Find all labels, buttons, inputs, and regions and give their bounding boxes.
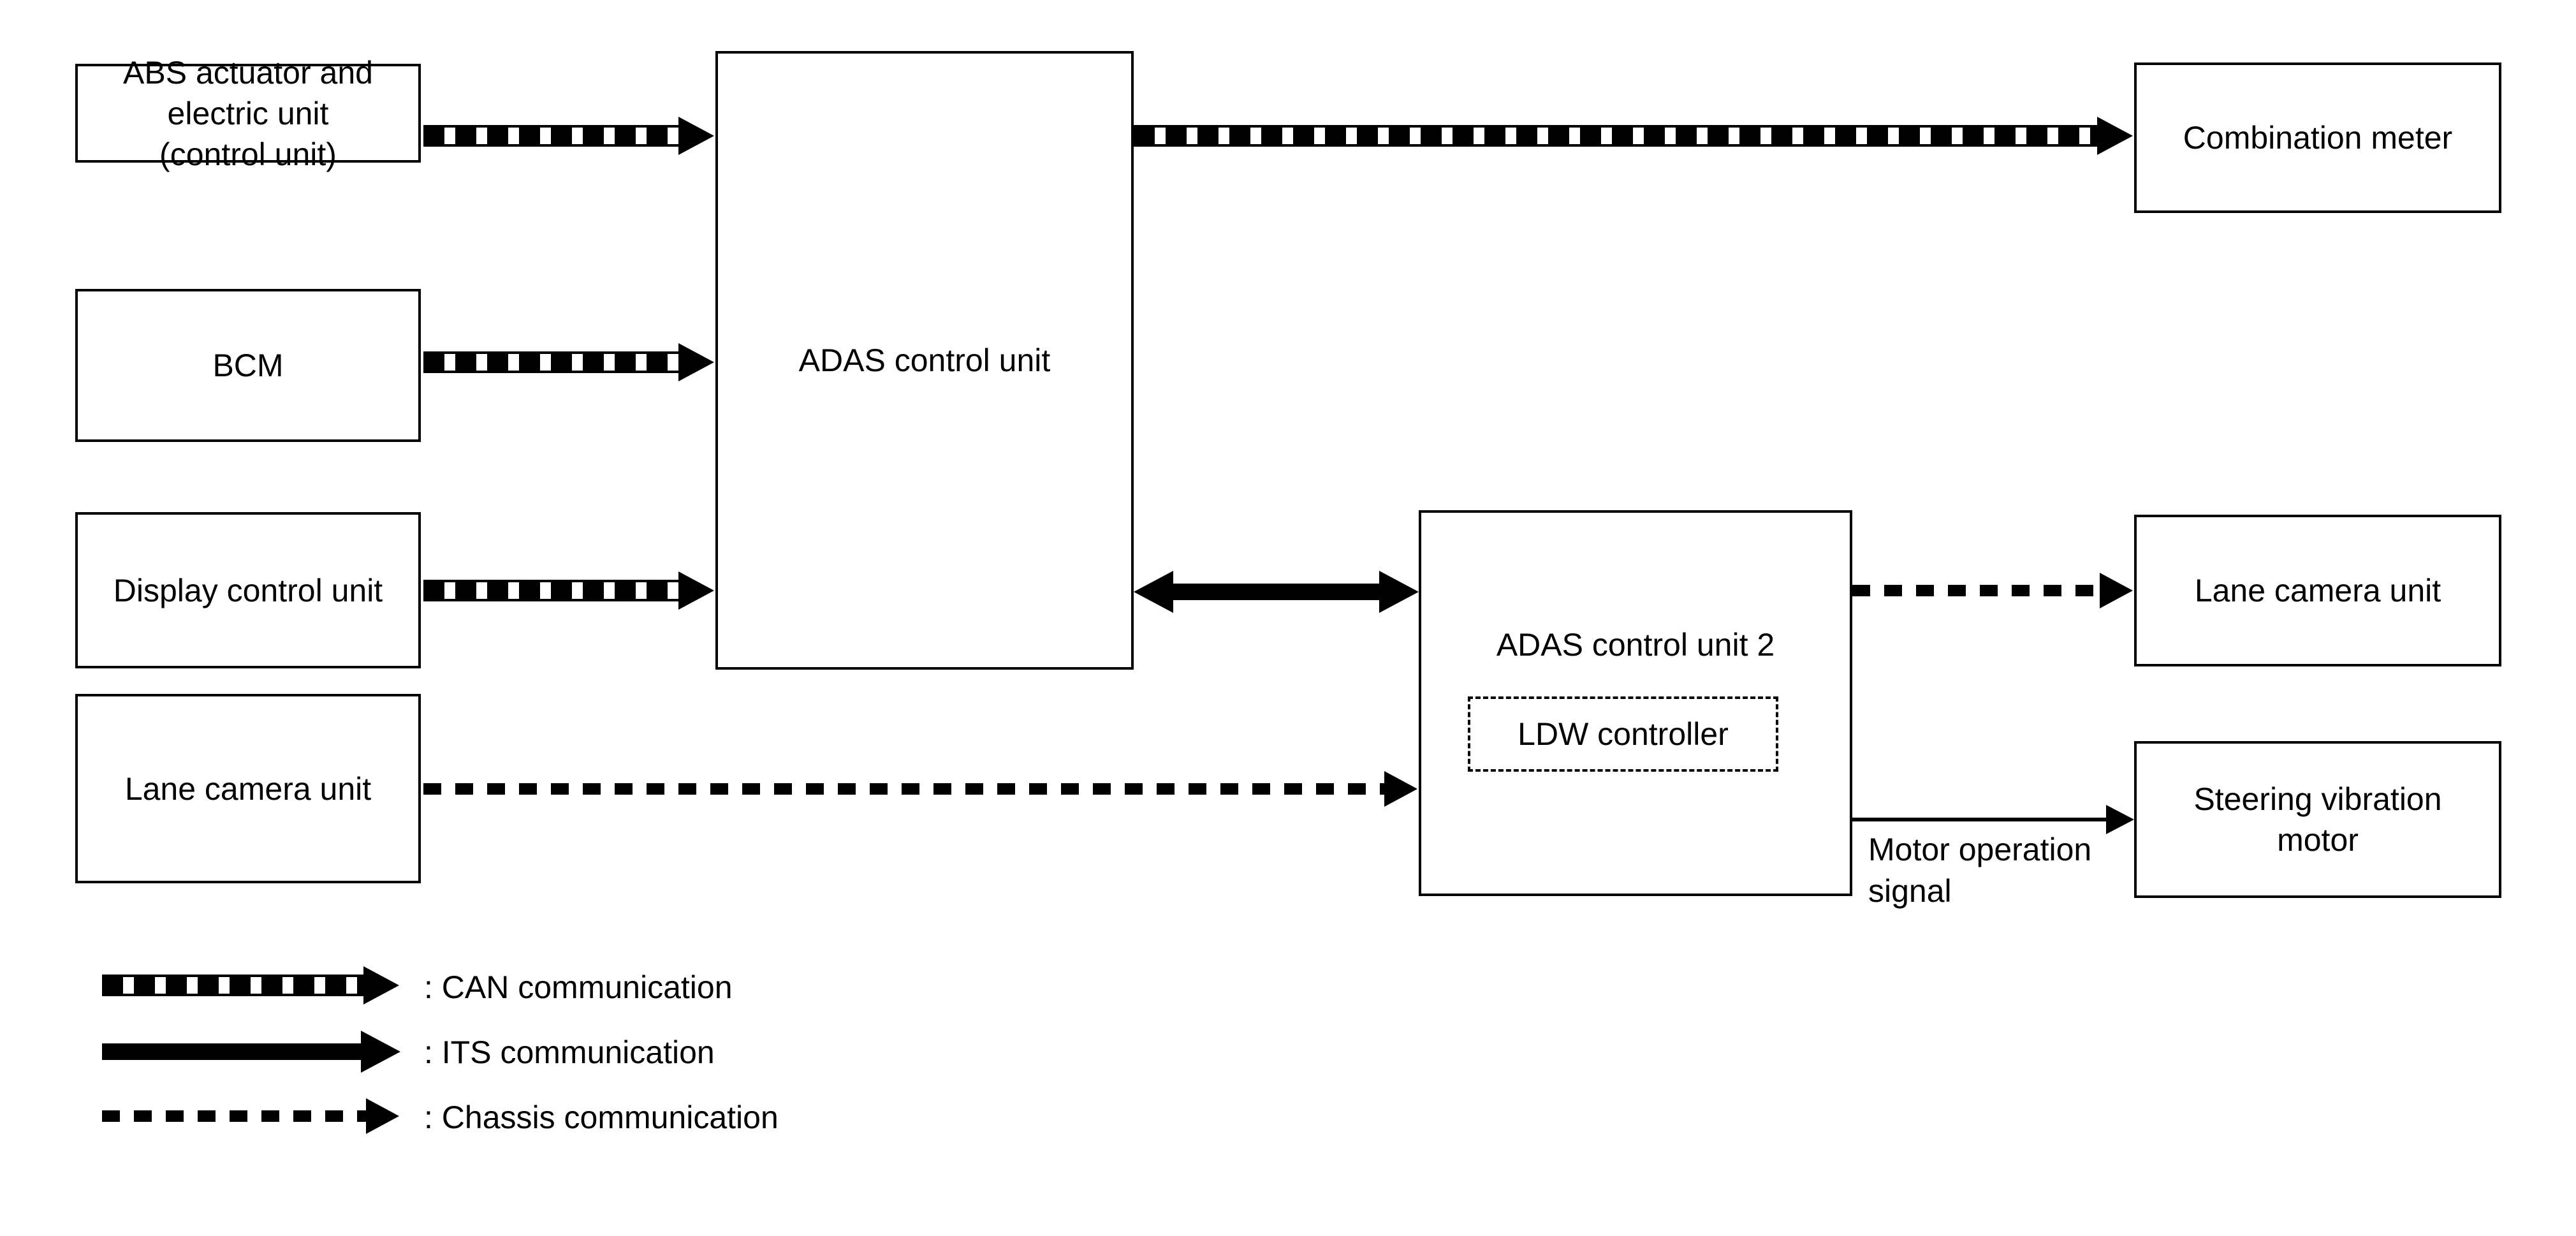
legend-label-chassis: : Chassis communication <box>424 1100 779 1135</box>
node-combination-meter[interactable]: Combination meter <box>2134 63 2501 213</box>
edge-can-abs-to-adas <box>423 117 715 155</box>
edge-chassis-lanecamera-to-adas2 <box>423 771 1419 807</box>
node-label: Lane camera unit <box>124 770 372 807</box>
node-label: Combination meter <box>2183 120 2453 156</box>
edge-can-adas-to-combination-meter <box>1134 117 2134 155</box>
node-lane-camera-unit-left[interactable]: Lane camera unit <box>75 694 421 883</box>
edge-chassis-adas2-to-lanecamera-right <box>1852 573 2134 608</box>
node-display-control-unit[interactable]: Display control unit <box>75 512 421 668</box>
node-label: Display control unit <box>113 572 383 608</box>
node-label: ADAS control unit <box>798 342 1051 378</box>
node-lane-camera-unit-right[interactable]: Lane camera unit <box>2134 515 2501 666</box>
node-abs-actuator-and-electric-unit[interactable]: ABS actuator and electric unit (control … <box>75 55 421 172</box>
edge-can-display-to-adas <box>423 571 715 610</box>
node-label: Steering vibration motor <box>2193 781 2442 858</box>
legend-symbol-can-arrow <box>102 966 400 1004</box>
node-ldw-controller[interactable]: LDW controller <box>1468 696 1778 772</box>
edge-can-bcm-to-adas <box>423 343 715 381</box>
edge-motor-operation-signal <box>1852 805 2134 834</box>
node-label: Lane camera unit <box>2194 573 2441 608</box>
legend-symbol-its-arrow <box>102 1031 400 1073</box>
node-bcm[interactable]: BCM <box>75 289 421 442</box>
legend-label-its: : ITS communication <box>424 1034 715 1070</box>
edge-label-motor-operation-signal: Motor operation signal <box>1868 832 2092 909</box>
node-label: ADAS control unit 2 <box>1496 627 1775 663</box>
node-label: LDW controller <box>1518 716 1729 752</box>
node-label: BCM <box>212 348 284 383</box>
legend-label-can: : CAN communication <box>424 969 733 1005</box>
legend-symbol-chassis-arrow <box>102 1098 400 1134</box>
node-label: ABS actuator and electric unit (control … <box>123 54 373 172</box>
edge-its-adas-to-adas2 <box>1134 571 1419 613</box>
node-adas-control-unit[interactable]: ADAS control unit <box>715 51 1134 670</box>
node-steering-vibration-motor[interactable]: Steering vibration motor <box>2134 741 2501 898</box>
